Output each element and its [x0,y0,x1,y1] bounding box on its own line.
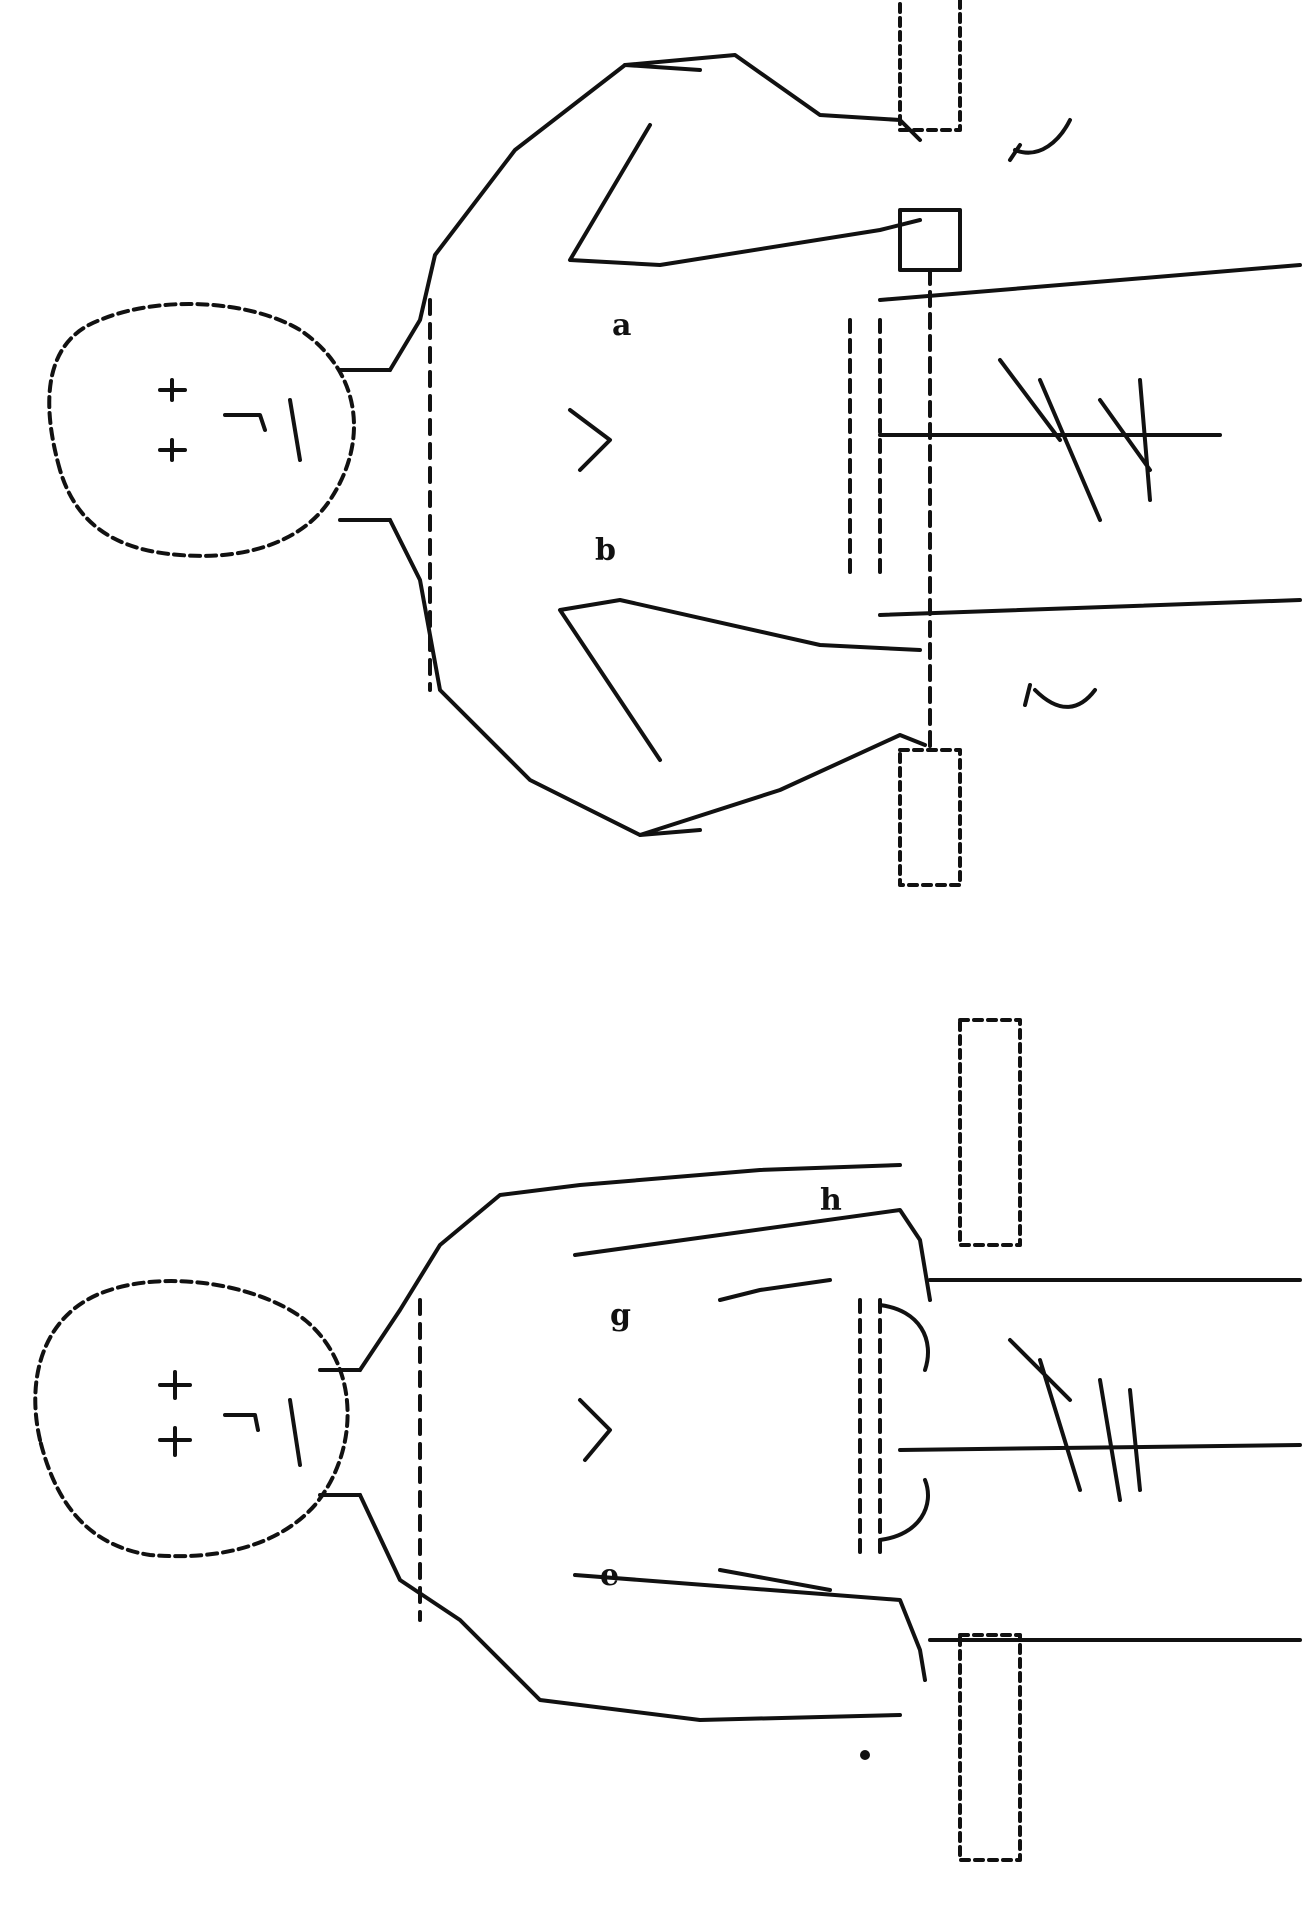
label-upper-a: a [612,308,631,343]
lower-right-arm [575,1570,925,1680]
lower-head-outline [35,1281,347,1556]
lower-dot [862,1752,868,1758]
lower-figure [35,1020,1300,1860]
lower-bar-left-grip [960,1020,1020,1245]
label-upper-b: b [595,533,616,568]
label-lower-g: g [610,1298,631,1333]
upper-bar-right-grip [900,750,960,885]
upper-bar-left-grip [900,0,960,130]
label-lower-h: h [820,1183,842,1218]
upper-hip-lines [850,320,880,580]
lower-face-nose [225,1415,258,1430]
lower-left-arm [575,1210,930,1300]
upper-head-outline [49,304,354,556]
lower-face-eye-1 [160,1372,190,1398]
lower-bar-shaft [860,1300,880,1560]
upper-torso-right [390,520,700,835]
lower-face-eye-2 [160,1428,190,1455]
upper-left-arm [570,55,920,265]
lower-face-mouth [290,1400,300,1465]
upper-face-eye-1 [160,380,185,400]
upper-face-mouth [290,400,300,460]
lower-neck [320,1370,360,1495]
lower-leg-line-3 [900,1445,1300,1450]
upper-chest-mark [570,410,610,470]
upper-arrow-bottom [1025,685,1095,707]
lower-chest-mark [580,1400,610,1460]
lower-crotch-mark [1010,1340,1140,1500]
lower-hip-arc-2 [880,1480,928,1540]
upper-face-nose [225,415,265,430]
upper-bar-center [900,210,960,270]
lower-torso-right [360,1495,900,1720]
lower-hip-arc-1 [880,1305,928,1370]
upper-torso-left [390,65,700,370]
lower-bar-right-grip [960,1635,1020,1860]
label-lower-e: e [600,1558,619,1593]
upper-right-arm [560,600,925,835]
lower-torso-left [360,1165,900,1370]
upper-face-eye-2 [160,440,185,460]
upper-crotch-mark [1000,360,1150,520]
upper-leg-line-2 [880,600,1300,615]
upper-figure [49,0,1300,885]
upper-arrow-top [1010,120,1070,160]
